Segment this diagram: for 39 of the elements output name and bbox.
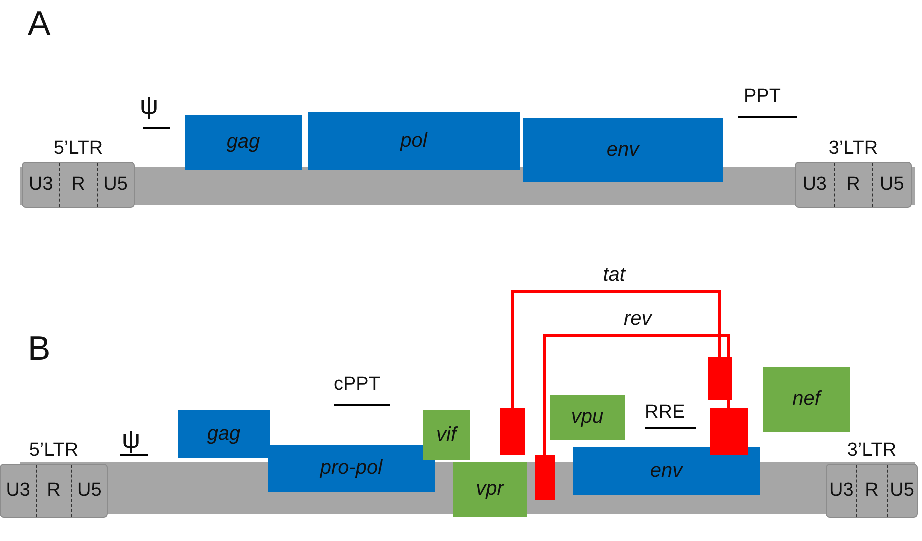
gene-box: env [573,447,760,495]
splice-connector [511,290,722,408]
splice-connector [544,334,730,455]
sequence-label: cPPT [334,374,380,396]
ltr-region-label: U5 [886,465,917,517]
ltr-label: 5’LTR [28,440,80,462]
ltr-region-label: U3 [5,479,32,503]
gene-box: pol [308,112,520,170]
sequence-label: RRE [645,402,686,424]
gene-box: env [523,118,723,182]
panel-letter: A [28,5,51,44]
ltr-label: 3’LTR [828,138,880,160]
ltr-region-label: R [59,163,97,207]
gene-box: gag [178,410,270,458]
ltr-region-label: U5 [71,465,108,517]
exon-box [710,408,748,455]
panel-letter: B [28,330,51,369]
gene-box: pro-pol [268,445,435,492]
ltr-region-label: U3 [828,479,855,503]
gene-box: gag [185,115,302,170]
ltr-region-label: U5 [96,163,134,207]
ltr-region-label: R [856,465,887,517]
ltr-region-label: U5 [872,163,912,207]
ltr-region-label: R [36,465,72,517]
ltr-label: 5’LTR [52,138,104,160]
exon-box [500,408,525,455]
psi-symbol: ψ [140,90,159,121]
psi-symbol: ψ [122,424,141,455]
gene-box: vpu [550,395,625,440]
gene-box: vpr [453,462,527,517]
exon-box [535,455,555,500]
ltr-region-label: R [834,163,872,207]
ltr-region-label: U3 [802,173,828,197]
ltr-label: 3’LTR [846,440,898,462]
sequence-label: PPT [744,86,781,108]
gene-box: nef [763,367,850,432]
exon-box [708,357,732,400]
gene-box: vif [423,410,470,460]
ltr-region-label: U3 [28,173,54,197]
